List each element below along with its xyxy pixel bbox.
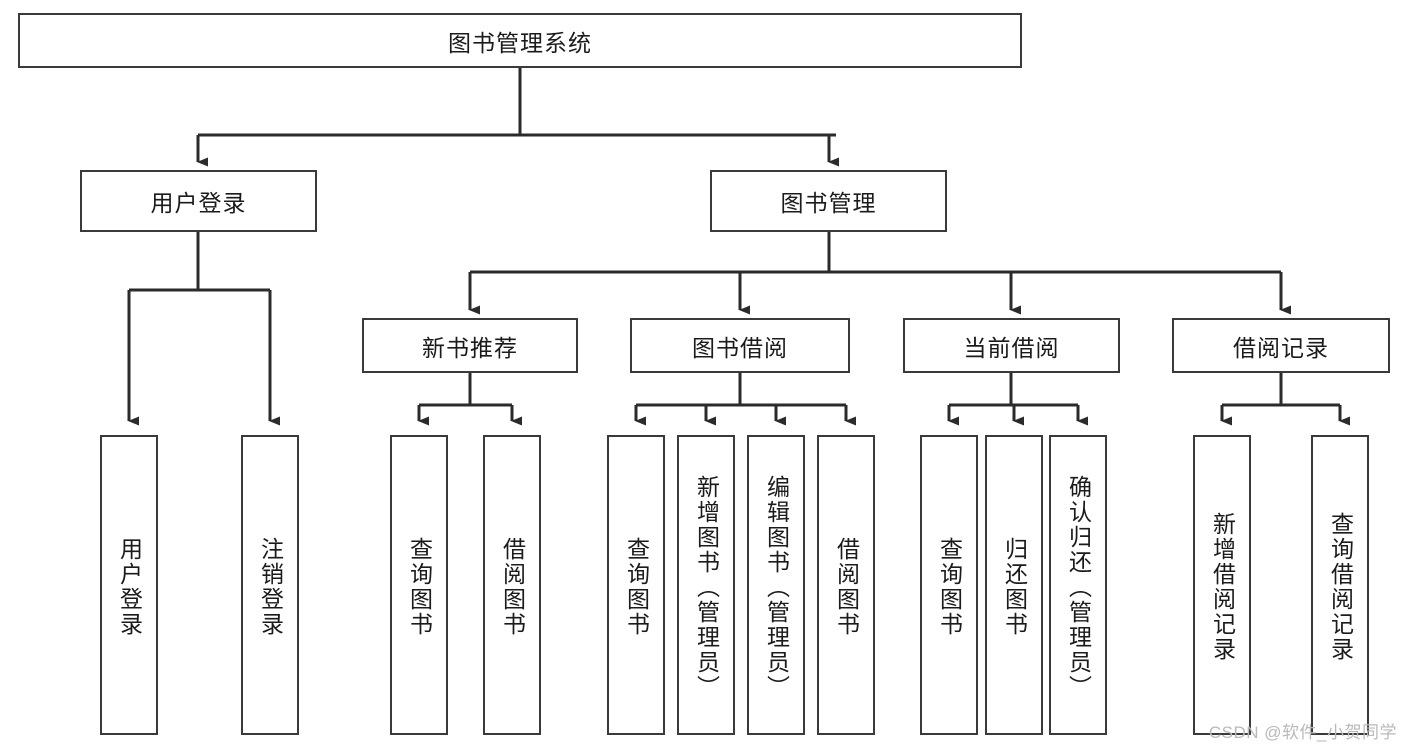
node-label: 当前借阅 bbox=[963, 334, 1060, 361]
node-label: 图书借阅 bbox=[692, 334, 788, 361]
node-label: 查询图书 bbox=[406, 537, 433, 637]
node-label: 归还图书 bbox=[1001, 537, 1028, 637]
node-label: 查询借阅记录 bbox=[1327, 512, 1354, 662]
node-label: 借阅图书 bbox=[833, 537, 860, 637]
node-label: 新书推荐 bbox=[422, 334, 518, 361]
leaf-query-book-3[interactable]: 查询图书 bbox=[920, 435, 978, 735]
leaf-query-book-2[interactable]: 查询图书 bbox=[607, 435, 665, 735]
node-book-management[interactable]: 图书管理 bbox=[710, 170, 947, 232]
leaf-borrow-book-2[interactable]: 借阅图书 bbox=[817, 435, 875, 735]
leaf-add-borrow-record[interactable]: 新增借阅记录 bbox=[1193, 435, 1251, 735]
leaf-return-book[interactable]: 归还图书 bbox=[985, 435, 1043, 735]
leaf-borrow-book-1[interactable]: 借阅图书 bbox=[483, 435, 541, 735]
node-label: 图书管理 bbox=[780, 190, 877, 216]
leaf-user-login[interactable]: 用户登录 bbox=[100, 435, 158, 735]
node-label: 借阅图书 bbox=[499, 537, 526, 637]
node-label: 用户登录 bbox=[150, 190, 247, 216]
node-label: 新增图书（管理员） bbox=[693, 474, 720, 700]
leaf-add-book-admin[interactable]: 新增图书（管理员） bbox=[677, 435, 735, 735]
leaf-logout-login[interactable]: 注销登录 bbox=[241, 435, 299, 735]
node-borrow-record[interactable]: 借阅记录 bbox=[1172, 318, 1390, 373]
leaf-query-book-1[interactable]: 查询图书 bbox=[390, 435, 448, 735]
leaf-confirm-return-admin[interactable]: 确认归还（管理员） bbox=[1049, 435, 1107, 735]
leaf-edit-book-admin[interactable]: 编辑图书（管理员） bbox=[747, 435, 805, 735]
node-label: 图书管理系统 bbox=[448, 29, 592, 56]
node-label: 查询图书 bbox=[623, 537, 650, 637]
node-label: 借阅记录 bbox=[1233, 334, 1329, 361]
watermark-text: CSDN @软件_小贺同学 bbox=[1208, 723, 1397, 742]
node-book-borrow[interactable]: 图书借阅 bbox=[630, 318, 850, 373]
node-label: 注销登录 bbox=[257, 537, 284, 637]
node-label: 用户登录 bbox=[116, 537, 143, 637]
node-current-borrow[interactable]: 当前借阅 bbox=[903, 318, 1120, 373]
node-label: 确认归还（管理员） bbox=[1065, 474, 1092, 700]
node-user-login[interactable]: 用户登录 bbox=[80, 170, 317, 232]
node-new-book-recommend[interactable]: 新书推荐 bbox=[362, 318, 578, 373]
node-label: 查询图书 bbox=[936, 537, 963, 637]
node-label: 编辑图书（管理员） bbox=[763, 474, 790, 700]
node-label: 新增借阅记录 bbox=[1209, 512, 1236, 662]
leaf-query-borrow-record[interactable]: 查询借阅记录 bbox=[1311, 435, 1369, 735]
node-root-system[interactable]: 图书管理系统 bbox=[18, 13, 1022, 68]
